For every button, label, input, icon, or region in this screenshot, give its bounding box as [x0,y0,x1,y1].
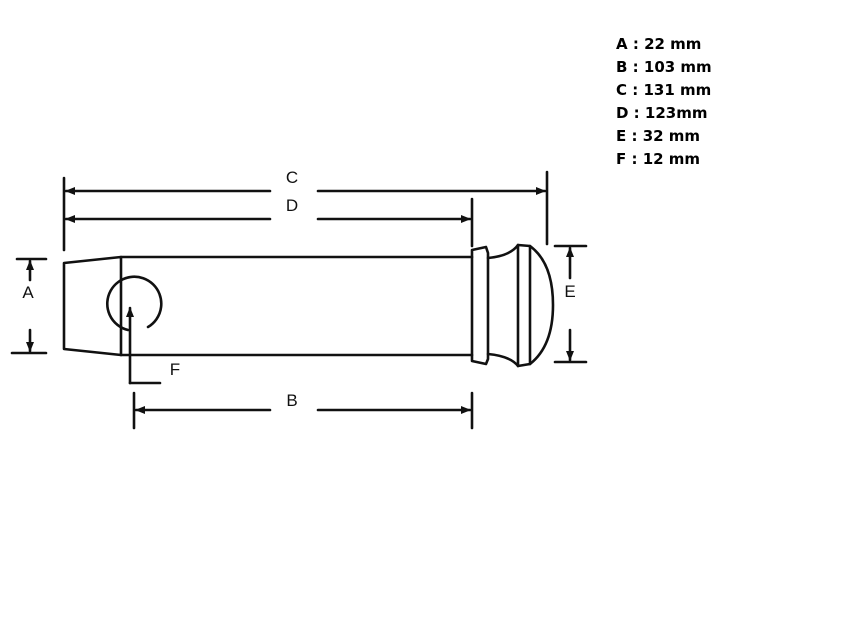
dimension-e [553,244,588,364]
legend-row-a: A : 22 mm [616,35,702,53]
legend-row-b: B : 103 mm [616,58,712,76]
legend-row-f: F : 12 mm [616,150,701,168]
legend-row-e: E : 32 mm [616,127,701,145]
label-a: A [22,283,34,302]
label-e: E [564,282,575,301]
label-b: B [286,391,297,410]
dimension-legend: A : 22 mm B : 103 mm C : 131 mm D : 123m… [616,33,712,171]
cross-hole [106,275,163,385]
legend-row-d: D : 123mm [616,104,708,122]
dimension-a [10,257,48,355]
dimension-c [62,170,549,252]
pin-body [62,243,555,368]
dimension-b [132,391,474,430]
label-c: C [286,168,298,187]
label-f: F [170,360,180,379]
legend-row-c: C : 131 mm [616,81,712,99]
dimension-d [64,197,474,248]
label-d: D [286,196,298,215]
